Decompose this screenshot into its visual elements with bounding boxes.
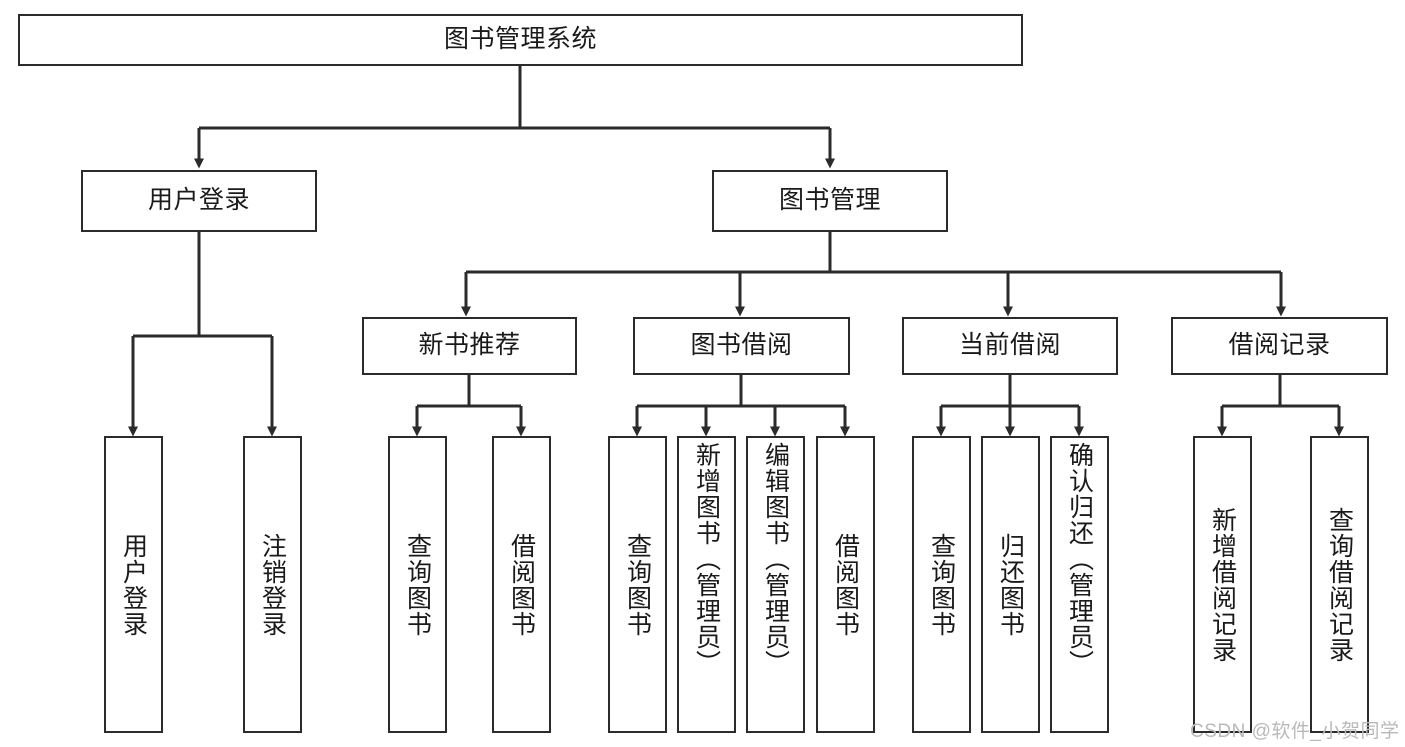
leaf-borrow-books-newbook[interactable]: 借阅图书: [492, 436, 551, 733]
leaf-user-login[interactable]: 用户登录: [104, 436, 163, 733]
leaf-query-borrow-record-label: 查询借阅记录: [1325, 506, 1354, 663]
leaf-borrow-books-borrow[interactable]: 借阅图书: [816, 436, 875, 733]
leaf-borrow-books-borrow-label: 借阅图书: [831, 532, 860, 637]
leaf-confirm-return-admin[interactable]: 确认归还（管理员）: [1050, 436, 1109, 733]
node-book-management[interactable]: 图书管理: [712, 170, 948, 232]
node-root-label: 图书管理系统: [443, 25, 597, 54]
node-new-book-recommend[interactable]: 新书推荐: [362, 317, 577, 375]
leaf-user-login-label: 用户登录: [119, 532, 148, 637]
leaf-logout[interactable]: 注销登录: [243, 436, 302, 733]
leaf-query-books-newbook-label: 查询图书: [403, 532, 432, 637]
leaf-query-books-borrow[interactable]: 查询图书: [608, 436, 667, 733]
leaf-borrow-books-newbook-label: 借阅图书: [507, 532, 536, 637]
node-current-borrow-label: 当前借阅: [958, 331, 1061, 360]
node-book-borrow[interactable]: 图书借阅: [633, 317, 850, 375]
leaf-logout-label: 注销登录: [258, 532, 287, 637]
leaf-add-book-admin-label: 新增图书（管理员）: [692, 442, 721, 676]
node-root[interactable]: 图书管理系统: [18, 14, 1023, 66]
leaf-edit-book-admin-label: 编辑图书（管理员）: [761, 442, 790, 676]
leaf-query-books-newbook[interactable]: 查询图书: [388, 436, 447, 733]
leaf-add-book-admin[interactable]: 新增图书（管理员）: [677, 436, 736, 733]
node-current-borrow[interactable]: 当前借阅: [902, 317, 1118, 375]
node-new-book-recommend-label: 新书推荐: [418, 331, 521, 360]
node-borrow-records-label: 借阅记录: [1228, 331, 1331, 360]
node-user-login[interactable]: 用户登录: [81, 170, 317, 232]
leaf-add-borrow-record-label: 新增借阅记录: [1208, 506, 1237, 663]
node-borrow-records[interactable]: 借阅记录: [1171, 317, 1388, 375]
leaf-query-books-borrow-label: 查询图书: [623, 532, 652, 637]
leaf-query-borrow-record[interactable]: 查询借阅记录: [1310, 436, 1369, 733]
leaf-query-books-current-label: 查询图书: [927, 532, 956, 637]
leaf-edit-book-admin[interactable]: 编辑图书（管理员）: [746, 436, 805, 733]
node-book-borrow-label: 图书借阅: [690, 331, 793, 360]
node-user-login-label: 用户登录: [147, 186, 250, 215]
leaf-query-books-current[interactable]: 查询图书: [912, 436, 971, 733]
leaf-return-books-label: 归还图书: [996, 532, 1025, 637]
leaf-add-borrow-record[interactable]: 新增借阅记录: [1193, 436, 1252, 733]
leaf-confirm-return-admin-label: 确认归还（管理员）: [1065, 442, 1094, 676]
leaf-return-books[interactable]: 归还图书: [981, 436, 1040, 733]
node-book-management-label: 图书管理: [778, 186, 881, 215]
